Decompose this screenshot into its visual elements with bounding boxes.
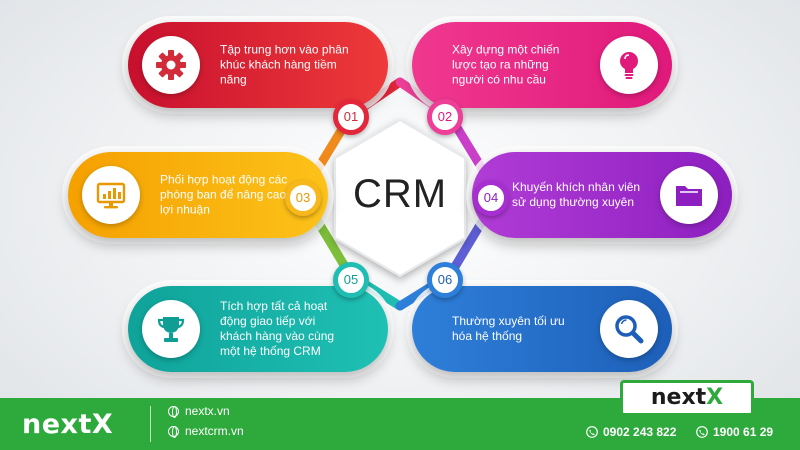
- monitor-chart-icon: [82, 166, 140, 224]
- website-link-nextcrm[interactable]: nextcrm.vn: [168, 424, 244, 438]
- phone-number-text: 1900 61 29: [713, 425, 774, 439]
- benefit-text: Tập trung hơn vào phân khúc khách hàng t…: [220, 42, 349, 87]
- benefit-card-05: Tích hợp tất cả hoạt động giao tiếp với …: [128, 286, 388, 372]
- phone-number-text: 0902 243 822: [603, 425, 677, 439]
- phone-icon: [696, 426, 708, 438]
- benefit-text: Phối hợp hoạt động các phòng ban để nâng…: [160, 172, 288, 217]
- benefit-card-01: Tập trung hơn vào phân khúc khách hàng t…: [128, 22, 388, 108]
- center-hexagon: [334, 118, 466, 278]
- folder-icon: [660, 166, 718, 224]
- benefit-card-03: Phối hợp hoạt động các phòng ban để nâng…: [68, 152, 328, 238]
- lightbulb-icon: [600, 36, 658, 94]
- benefit-text: Khuyến khích nhân viên sử dụng thường xu…: [512, 180, 641, 209]
- step-number-06: 06: [427, 262, 463, 298]
- logo-suffix: X: [706, 385, 724, 410]
- step-number-03: 03: [285, 180, 321, 216]
- website-link-text: nextcrm.vn: [185, 424, 244, 438]
- website-link-nextx[interactable]: nextx.vn: [168, 404, 230, 418]
- phone-number-hotline[interactable]: 1900 61 29: [696, 425, 773, 439]
- trophy-icon: [142, 300, 200, 358]
- benefit-card-06: Thường xuyên tối ưu hóa hệ thống: [412, 286, 672, 372]
- benefit-text: Thường xuyên tối ưu hóa hệ thống: [452, 314, 565, 343]
- step-number-02: 02: [427, 99, 463, 135]
- step-number-05: 05: [333, 262, 369, 298]
- globe-icon: [168, 406, 179, 418]
- magnifier-icon: [600, 300, 658, 358]
- benefit-text: Tích hợp tất cả hoạt động giao tiếp với …: [220, 299, 335, 358]
- benefit-card-02: Xây dựng một chiến lược tạo ra những ngư…: [412, 22, 672, 108]
- gear-icon: [142, 36, 200, 94]
- center-label: CRM: [352, 172, 448, 216]
- step-number-01: 01: [333, 99, 369, 135]
- footer-divider: [150, 406, 151, 442]
- phone-number-mobile[interactable]: 0902 243 822: [586, 425, 676, 439]
- nextx-logo: nextX: [620, 380, 754, 416]
- step-number-04: 04: [473, 180, 509, 216]
- footer-brand: nextX: [22, 409, 114, 440]
- phone-icon: [586, 426, 598, 438]
- benefit-text: Xây dựng một chiến lược tạo ra những ngư…: [452, 42, 560, 87]
- globe-icon: [168, 426, 179, 438]
- website-link-text: nextx.vn: [185, 404, 230, 418]
- logo-prefix: next: [650, 385, 707, 410]
- benefit-card-04: Khuyến khích nhân viên sử dụng thường xu…: [472, 152, 732, 238]
